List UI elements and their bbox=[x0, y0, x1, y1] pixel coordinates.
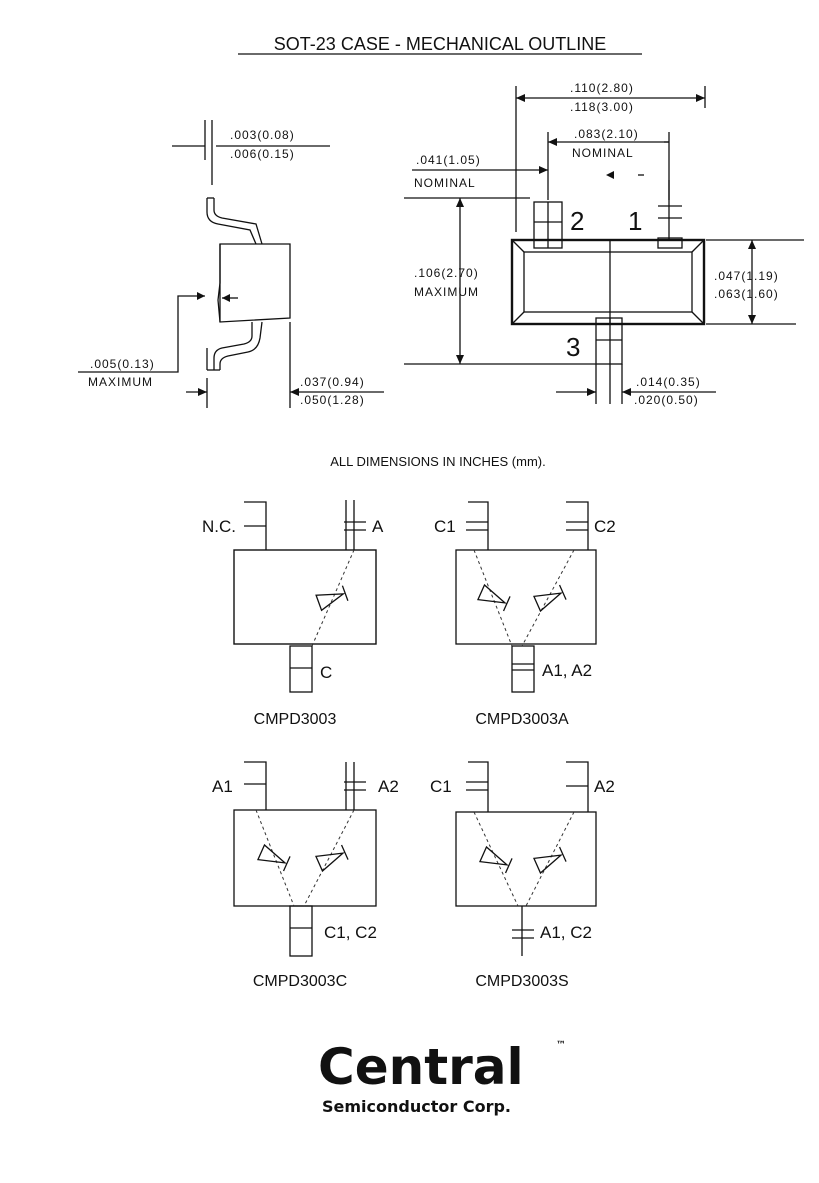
dim-overall-label: MAXIMUM bbox=[414, 285, 479, 299]
config-cmpd3003a bbox=[455, 501, 597, 693]
dim-thickness-min: .003(0.08) bbox=[230, 128, 295, 142]
config-cmpd3003 bbox=[233, 500, 377, 693]
top-view-drawing bbox=[404, 86, 804, 404]
logo-subtitle: Semiconductor Corp. bbox=[322, 1097, 511, 1116]
dim-lead-label: NOMINAL bbox=[414, 176, 476, 190]
dim-height-min: .037(0.94) bbox=[300, 375, 365, 389]
logo-brand: Central bbox=[318, 1038, 524, 1096]
config-2-name: CMPD3003A bbox=[475, 711, 569, 728]
dim-pitch-value: .083(2.10) bbox=[574, 127, 639, 141]
logo-trademark: ™ bbox=[556, 1040, 566, 1051]
page-title: SOT-23 CASE - MECHANICAL OUTLINE bbox=[274, 34, 606, 54]
dim-width-min: .110(2.80) bbox=[570, 81, 634, 95]
config-2-pin-tl: C1 bbox=[434, 517, 456, 536]
config-1-pin-b: C bbox=[320, 663, 332, 682]
config-4-pin-tr: A2 bbox=[594, 777, 615, 796]
central-logo: Central ™ Semiconductor Corp. bbox=[318, 1038, 566, 1116]
dim-lead-value: .041(1.05) bbox=[416, 153, 481, 167]
config-cmpd3003s bbox=[455, 761, 597, 956]
dim-thickness-max: .006(0.15) bbox=[230, 147, 295, 161]
config-1-name: CMPD3003 bbox=[254, 711, 337, 728]
pin-3-label: 3 bbox=[566, 332, 580, 362]
config-3-pin-b: C1, C2 bbox=[324, 923, 377, 942]
config-2-pin-tr: C2 bbox=[594, 517, 616, 536]
config-3-pin-tl: A1 bbox=[212, 777, 233, 796]
config-cmpd3003c bbox=[233, 761, 377, 957]
dim-offset-value: .005(0.13) bbox=[90, 357, 155, 371]
side-view-drawing bbox=[78, 120, 384, 408]
dim-leadw-min: .014(0.35) bbox=[636, 375, 701, 389]
config-4-pin-b: A1, C2 bbox=[540, 923, 592, 942]
dim-pitch-label: NOMINAL bbox=[572, 146, 634, 160]
dim-leadw-max: .020(0.50) bbox=[634, 393, 699, 407]
config-3-name: CMPD3003C bbox=[253, 973, 347, 990]
dim-width-max: .118(3.00) bbox=[570, 100, 634, 114]
config-4-pin-tl: C1 bbox=[430, 777, 452, 796]
pin-2-label: 2 bbox=[570, 206, 584, 236]
pin-1-label: 1 bbox=[628, 206, 642, 236]
units-note: ALL DIMENSIONS IN INCHES (mm). bbox=[330, 454, 545, 469]
dim-body-min: .047(1.19) bbox=[714, 269, 779, 283]
config-2-pin-b: A1, A2 bbox=[542, 661, 592, 680]
dim-body-max: .063(1.60) bbox=[714, 287, 779, 301]
dim-offset-label: MAXIMUM bbox=[88, 375, 153, 389]
dim-overall-value: .106(2.70) bbox=[414, 266, 479, 280]
dim-height-max: .050(1.28) bbox=[300, 393, 365, 407]
config-1-pin-tl: N.C. bbox=[202, 517, 236, 536]
config-1-pin-tr: A bbox=[372, 517, 384, 536]
config-4-name: CMPD3003S bbox=[475, 973, 568, 990]
config-3-pin-tr: A2 bbox=[378, 777, 399, 796]
